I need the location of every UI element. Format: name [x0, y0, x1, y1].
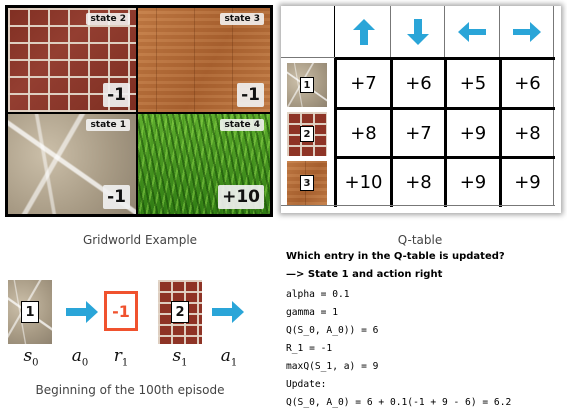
- action-down-header: [391, 6, 444, 57]
- q-value: +8: [350, 122, 377, 144]
- state-label: state 2: [86, 13, 130, 25]
- action-right-header: [500, 6, 553, 57]
- arrow-right-icon: [66, 301, 98, 323]
- state-number: 2: [300, 126, 314, 142]
- question-text: Which entry in the Q-table is updated?: [286, 251, 505, 262]
- state-number: 1: [21, 301, 39, 323]
- q-value: +5: [459, 73, 487, 94]
- state-number: 2: [171, 301, 189, 323]
- max-q-line: maxQ(S_1, a) = 9: [286, 361, 379, 372]
- action-up-header: [337, 6, 390, 57]
- gridworld-cell-state-3: state 3 -1: [138, 8, 270, 112]
- gridworld: state 2 -1 state 3 -1 state 1 -1 state 4…: [5, 5, 273, 217]
- q-table-caption: Q-table: [397, 233, 443, 247]
- q-value: +6: [514, 73, 541, 94]
- arrow-right-icon: [512, 21, 541, 42]
- q-value: +7: [405, 122, 432, 144]
- q-value: +8: [405, 171, 432, 193]
- update-formula: Q(S_0, A_0) = 6 + 0.1(-1 + 9 - 6) = 6.2: [286, 397, 512, 408]
- episode-caption: Beginning of the 100th episode: [35, 383, 225, 397]
- symbol-s0: s0: [23, 346, 39, 369]
- state-label: state 3: [220, 13, 264, 25]
- arrow-up-icon: [352, 18, 375, 45]
- arrow-down-icon: [406, 18, 429, 45]
- q-value: +8: [514, 122, 541, 144]
- alpha-line: alpha = 0.1: [286, 289, 350, 300]
- symbol-a0: a0: [71, 346, 89, 369]
- symbol-a1: a1: [220, 346, 238, 369]
- state-number: 3: [300, 175, 314, 191]
- state-label: state 4: [220, 119, 264, 131]
- reward-label: -1: [103, 83, 130, 107]
- action-left-header: [445, 6, 499, 57]
- answer-text: —> State 1 and action right: [286, 269, 443, 280]
- episode-reward-box: -1: [104, 291, 138, 331]
- reward-label: +10: [218, 185, 264, 209]
- q-value: +7: [350, 73, 377, 94]
- arrow-right-icon: [212, 301, 244, 323]
- q-value: +6: [405, 73, 432, 94]
- reward-label: -1: [103, 185, 130, 209]
- arrow-left-icon: [458, 21, 486, 42]
- q-value: +9: [514, 171, 541, 193]
- update-label: Update:: [286, 379, 327, 390]
- symbol-s1: s1: [172, 346, 188, 369]
- reward-line: R_1 = -1: [286, 343, 333, 354]
- reward-label: -1: [237, 83, 264, 107]
- symbol-r1: r1: [113, 346, 129, 369]
- gridworld-cell-state-4: state 4 +10: [138, 114, 270, 214]
- q-table: 1 2 3 +7 +6 +5 +6 +8 +7 +9 +8 +10 +8 +9 …: [281, 6, 561, 213]
- state-number: 1: [300, 77, 314, 93]
- q-row-state-3: 3: [287, 161, 327, 205]
- gridworld-caption: Gridworld Example: [82, 233, 198, 247]
- q-value: +10: [344, 171, 383, 193]
- state-label: state 1: [86, 119, 130, 131]
- q-current-line: Q(S_0, A_0)) = 6: [286, 325, 379, 336]
- gamma-line: gamma = 1: [286, 307, 338, 318]
- q-row-state-1: 1: [287, 63, 327, 107]
- gridworld-cell-state-2: state 2 -1: [8, 8, 136, 112]
- q-value: +9: [459, 122, 487, 144]
- episode-s0-image: 1: [8, 280, 52, 344]
- episode-s1-image: 2: [158, 280, 202, 344]
- q-value: +9: [459, 171, 487, 193]
- q-row-state-2: 2: [287, 112, 327, 156]
- gridworld-cell-state-1: state 1 -1: [8, 114, 136, 214]
